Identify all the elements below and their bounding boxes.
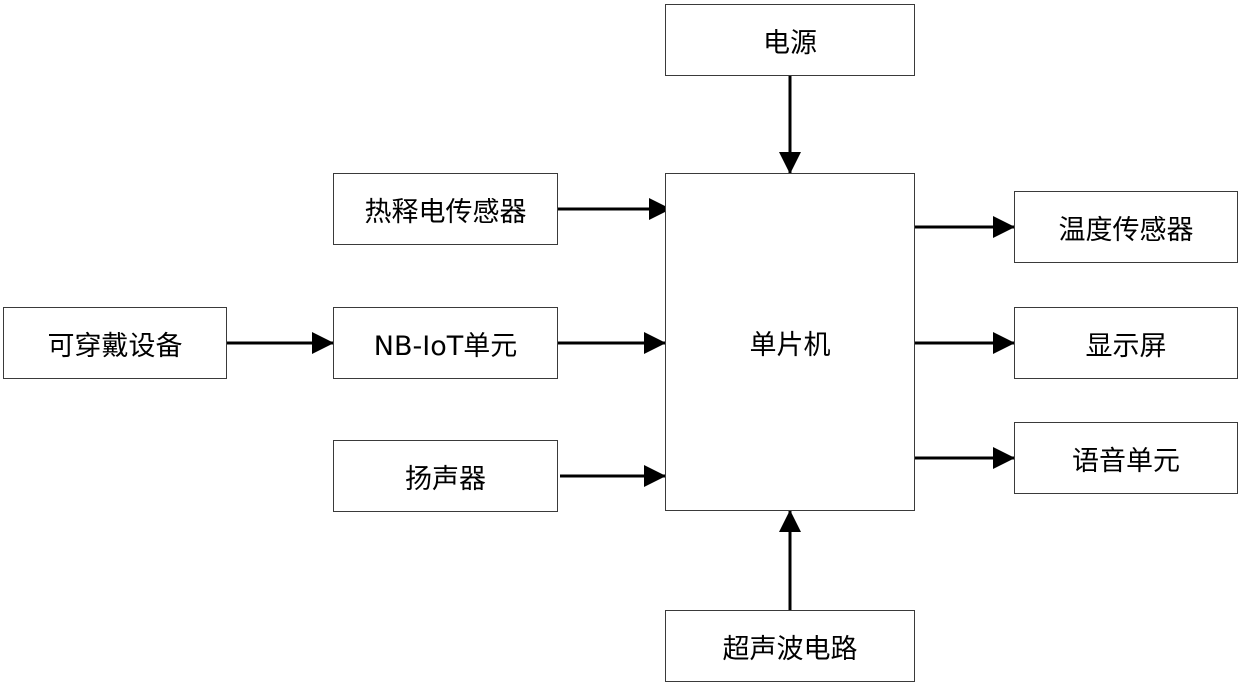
display-box: 显示屏 xyxy=(1014,307,1238,379)
display-label: 显示屏 xyxy=(1086,324,1167,363)
speaker-box: 扬声器 xyxy=(333,440,558,512)
mcu-label: 单片机 xyxy=(750,323,831,362)
voice-unit-label: 语音单元 xyxy=(1072,439,1180,478)
power-label: 电源 xyxy=(763,21,817,60)
nbiot-unit-label: NB-IoT单元 xyxy=(374,324,517,363)
ultrasonic-circuit-label: 超声波电路 xyxy=(723,627,858,666)
nbiot-unit-box: NB-IoT单元 xyxy=(333,307,558,379)
speaker-label: 扬声器 xyxy=(405,457,486,496)
pyroelectric-sensor-label: 热释电传感器 xyxy=(365,190,527,229)
wearable-device-label: 可穿戴设备 xyxy=(48,324,183,363)
power-box: 电源 xyxy=(665,4,915,76)
voice-unit-box: 语音单元 xyxy=(1014,422,1238,494)
wearable-device-box: 可穿戴设备 xyxy=(3,307,227,379)
mcu-box: 单片机 xyxy=(665,173,915,511)
ultrasonic-circuit-box: 超声波电路 xyxy=(665,610,915,682)
temperature-sensor-box: 温度传感器 xyxy=(1014,191,1238,263)
temperature-sensor-label: 温度传感器 xyxy=(1059,208,1194,247)
pyroelectric-sensor-box: 热释电传感器 xyxy=(333,173,558,245)
